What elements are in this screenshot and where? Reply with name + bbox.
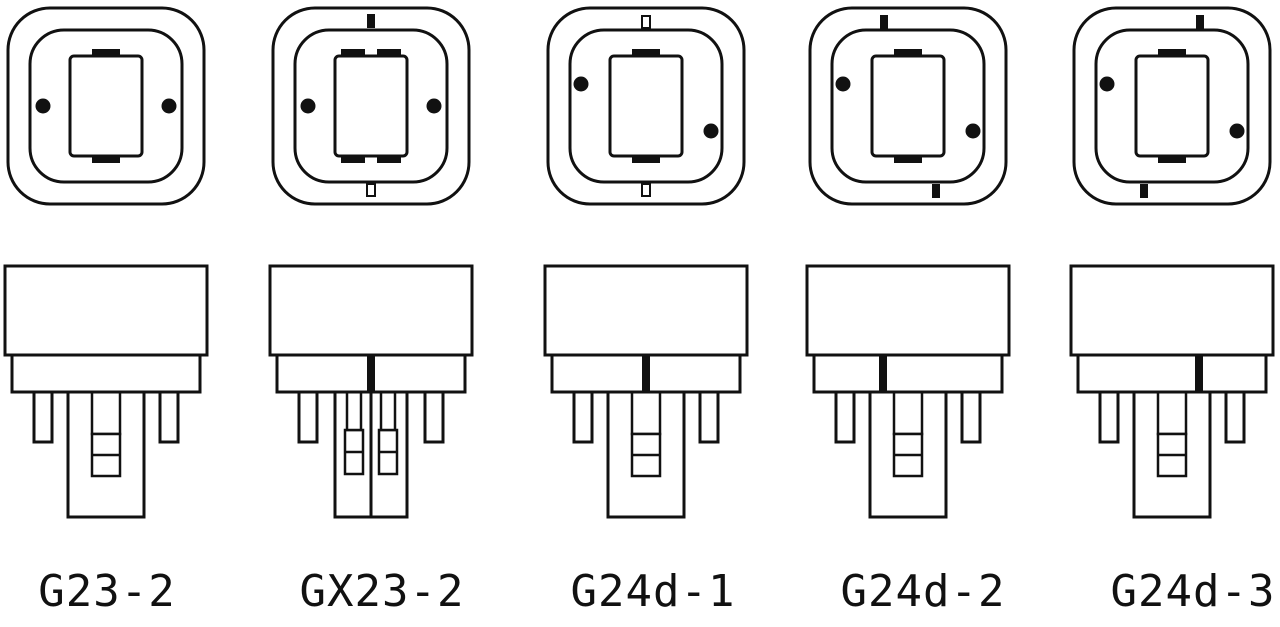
contact-tab	[632, 49, 660, 57]
base-g24d-2	[805, 6, 1011, 519]
housing	[543, 264, 749, 357]
side-pin	[572, 388, 594, 444]
base-label-g24d-3: G24d-3	[1110, 566, 1276, 617]
top-view	[808, 6, 1008, 206]
contact-strip	[1156, 390, 1188, 436]
contact-strip	[379, 390, 397, 432]
key-notch	[366, 183, 376, 197]
pin-dot	[1229, 123, 1245, 139]
contact-tab	[341, 49, 365, 57]
contact-tab	[1158, 155, 1186, 163]
pin-dot	[703, 123, 719, 139]
collar	[812, 353, 1004, 394]
side-pin	[32, 388, 54, 444]
pin-dot	[426, 98, 442, 114]
side-view	[543, 264, 749, 519]
base-g24d-3	[1069, 6, 1275, 519]
contact-tab	[894, 155, 922, 163]
side-pin	[1098, 388, 1120, 444]
key-mark	[367, 355, 375, 392]
pin-dot	[1099, 76, 1115, 92]
base-g23-2	[3, 6, 209, 519]
key-mark	[1195, 355, 1203, 392]
key-notch	[1196, 15, 1204, 29]
key-notch	[641, 183, 651, 197]
pin-dot	[835, 76, 851, 92]
contact-tab	[894, 49, 922, 57]
side-view	[1069, 264, 1275, 519]
side-pin	[423, 388, 445, 444]
housing	[3, 264, 209, 357]
pin-dot	[573, 76, 589, 92]
side-view	[805, 264, 1011, 519]
base-label-gx23-2: GX23-2	[299, 566, 465, 617]
top-view	[271, 6, 471, 206]
center-post	[1134, 54, 1210, 158]
pin-dot	[35, 98, 51, 114]
top-view	[6, 6, 206, 206]
base-label-g23-2: G23-2	[38, 566, 176, 617]
contact-tab	[92, 155, 120, 163]
center-post	[68, 54, 144, 158]
contact-tab	[341, 155, 365, 163]
base-label-g24d-2: G24d-2	[840, 566, 1006, 617]
contact-tab	[377, 49, 401, 57]
center-post	[333, 54, 409, 158]
side-pin	[297, 388, 319, 444]
contact-tab	[1158, 49, 1186, 57]
pin-dot	[965, 123, 981, 139]
key-notch	[1140, 184, 1148, 198]
base-label-g24d-1: G24d-1	[570, 566, 736, 617]
pin-dot	[161, 98, 177, 114]
key-notch	[641, 15, 651, 29]
key-mark	[642, 355, 650, 392]
housing	[268, 264, 474, 357]
collar	[1076, 353, 1268, 394]
key-notch	[932, 184, 940, 198]
side-pin	[698, 388, 720, 444]
side-pin	[158, 388, 180, 444]
side-pin	[834, 388, 856, 444]
center-post	[608, 54, 684, 158]
side-pin	[1224, 388, 1246, 444]
contact-tab	[92, 49, 120, 57]
top-view	[1072, 6, 1272, 206]
contact-tab	[377, 155, 401, 163]
key-notch	[880, 15, 888, 29]
base-gx23-2	[268, 6, 474, 519]
base-g24d-1	[543, 6, 749, 519]
contact-strip	[90, 390, 122, 436]
contact-strip	[892, 390, 924, 436]
key-mark	[879, 355, 887, 392]
contact-strip	[630, 390, 662, 436]
side-pin	[960, 388, 982, 444]
top-view	[546, 6, 746, 206]
contact-strip	[345, 390, 363, 432]
key-notch	[367, 14, 375, 28]
side-view	[268, 264, 474, 519]
center-post	[870, 54, 946, 158]
collar	[10, 353, 202, 394]
side-view	[3, 264, 209, 519]
housing	[1069, 264, 1275, 357]
contact-tab	[632, 155, 660, 163]
housing	[805, 264, 1011, 357]
pin-dot	[300, 98, 316, 114]
